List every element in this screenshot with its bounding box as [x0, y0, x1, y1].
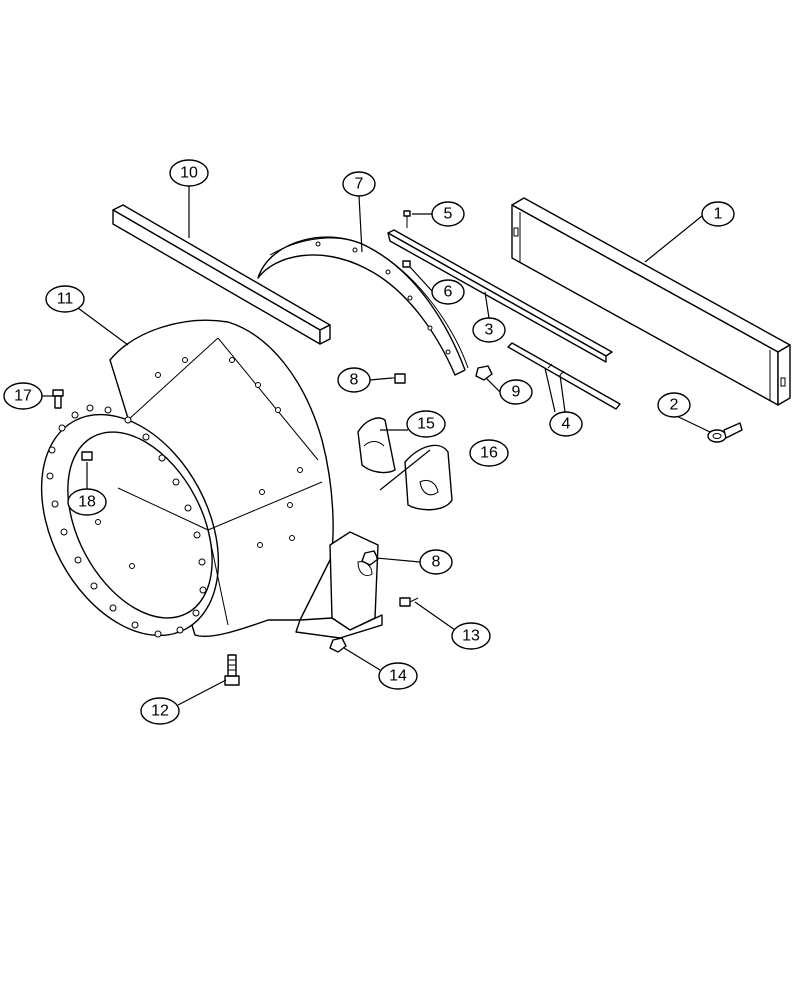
- callout-5: 5: [431, 201, 465, 227]
- callout-8-upper: 8: [337, 367, 371, 393]
- part-1-channel: [511, 197, 791, 406]
- callout-16-label: 16: [480, 445, 498, 462]
- callout-8-lower: 8: [419, 549, 453, 575]
- part-15-guard: [357, 417, 396, 474]
- part-5-bolt: [403, 210, 411, 228]
- callout-2-label: 2: [670, 397, 679, 414]
- part-2-eyebolt: [707, 422, 743, 443]
- part-17-bolt: [52, 389, 64, 409]
- part-9-nut: [475, 365, 493, 381]
- callout-1: 1: [701, 201, 735, 227]
- callout-18-label: 18: [78, 494, 96, 511]
- callout-6: 6: [431, 279, 465, 305]
- leader-lines: [38, 186, 711, 706]
- callout-11-label: 11: [57, 291, 74, 308]
- callout-16: 16: [469, 439, 509, 467]
- flange-holes: [46, 404, 207, 638]
- part-18-clip: [81, 451, 93, 461]
- callout-15-label: 15: [417, 416, 435, 433]
- callout-14: 14: [378, 662, 418, 690]
- part-13-bolt: [399, 597, 419, 607]
- callout-17: 17: [3, 382, 43, 410]
- callout-17-label: 17: [14, 388, 32, 405]
- part-10-bar: [112, 204, 331, 345]
- callout-3: 3: [472, 317, 506, 343]
- callout-10-label: 10: [180, 165, 198, 182]
- part-6-nut: [402, 260, 411, 268]
- body-rivets: [95, 357, 303, 569]
- part-8-bolt-lower: [361, 550, 379, 566]
- part-16-plate: [404, 444, 453, 511]
- callout-12-label: 12: [151, 703, 169, 720]
- callout-15: 15: [406, 410, 446, 438]
- callout-10: 10: [169, 159, 209, 187]
- callout-4: 4: [549, 411, 583, 437]
- callout-13: 13: [451, 622, 491, 650]
- callout-4-label: 4: [562, 416, 571, 433]
- part-7-deflector: [257, 236, 469, 376]
- callout-7-label: 7: [355, 176, 364, 193]
- callout-13-label: 13: [462, 628, 480, 645]
- callout-1-label: 1: [714, 206, 723, 223]
- callout-7: 7: [342, 171, 376, 197]
- part-8-bolt-upper: [390, 373, 406, 384]
- part-11-cone-housing: [40, 319, 334, 638]
- callout-9-label: 9: [512, 384, 521, 401]
- callout-11: 11: [45, 285, 85, 313]
- callout-6-label: 6: [444, 284, 453, 301]
- callout-2: 2: [657, 392, 691, 418]
- part-3-strip: [387, 229, 613, 363]
- callout-5-label: 5: [444, 206, 453, 223]
- callout-8-upper-label: 8: [350, 372, 359, 389]
- part-12-bolt: [224, 654, 240, 686]
- callout-8-lower-label: 8: [432, 554, 441, 571]
- callout-18: 18: [67, 488, 107, 516]
- callout-3-label: 3: [485, 322, 494, 339]
- part-4-flat-strip: [507, 342, 621, 410]
- callout-12: 12: [140, 697, 180, 725]
- part-14-nut: [329, 637, 347, 653]
- callout-9: 9: [499, 379, 533, 405]
- callout-14-label: 14: [389, 668, 407, 685]
